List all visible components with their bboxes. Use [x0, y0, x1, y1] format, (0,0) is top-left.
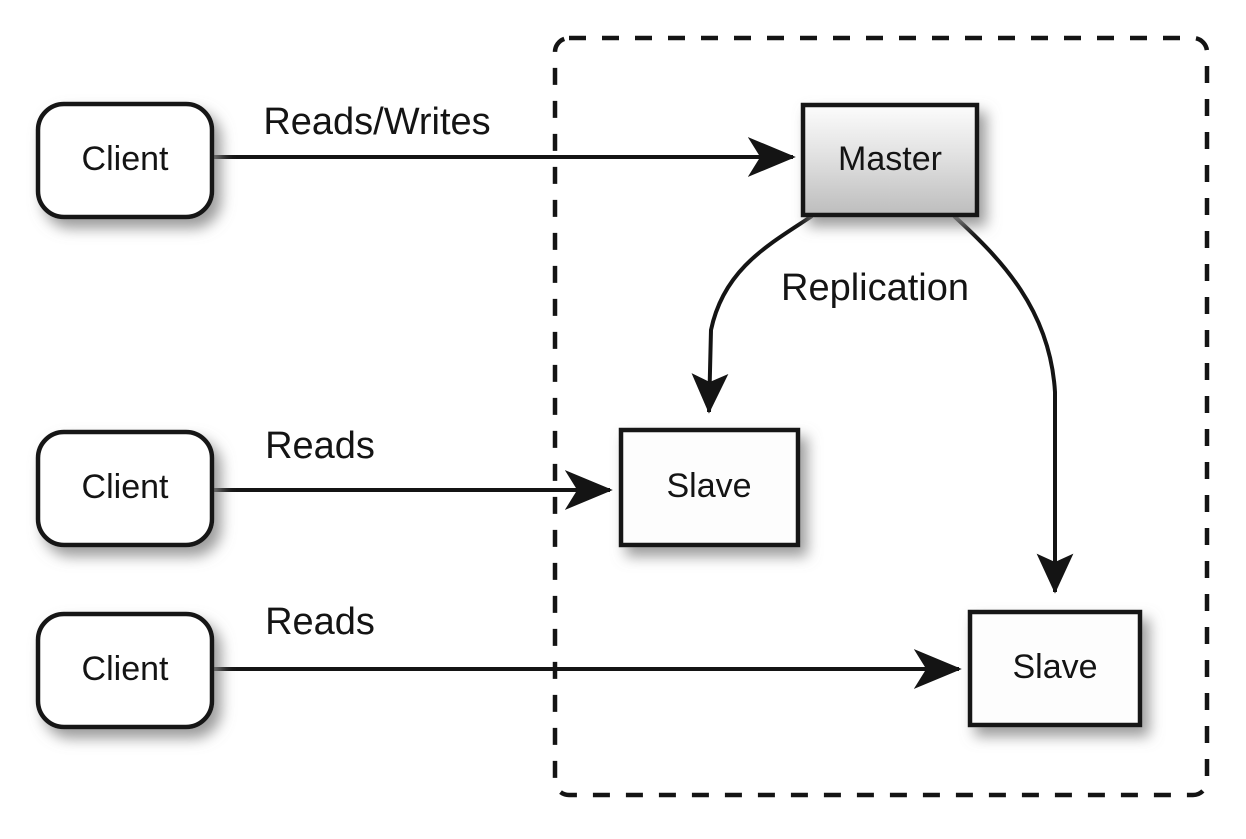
client-1-shape	[35, 101, 215, 220]
slave-2-shape	[967, 609, 1143, 728]
edge-replication-slave2-line	[952, 214, 1074, 594]
node-client-2[interactable]: Client	[35, 429, 215, 548]
slave-1-label: Slave	[666, 467, 751, 505]
client-1-label: Client	[82, 140, 169, 178]
slave-2-label: Slave	[1012, 648, 1097, 686]
client-3-label: Client	[82, 650, 169, 688]
edge-replication-slave1-line	[691, 214, 814, 414]
server-boundary	[552, 35, 1210, 798]
edge-label-reads-writes: Reads/Writes	[263, 101, 490, 143]
client-3-shape	[35, 611, 215, 730]
master-shape	[800, 102, 980, 218]
node-slave-2[interactable]: Slave	[967, 609, 1143, 728]
edge-label-reads-slave2: Reads	[265, 601, 375, 643]
node-client-1[interactable]: Client	[35, 101, 215, 220]
client-2-label: Client	[82, 468, 169, 506]
node-slave-1[interactable]: Slave	[618, 427, 801, 548]
edge-label-reads-slave1: Reads	[265, 425, 375, 467]
node-client-3[interactable]: Client	[35, 611, 215, 730]
master-label: Master	[838, 140, 942, 178]
client-2-shape	[35, 429, 215, 548]
edge-label-replication: Replication	[781, 267, 969, 309]
slave-1-shape	[618, 427, 801, 548]
node-master[interactable]: Master	[800, 102, 980, 218]
